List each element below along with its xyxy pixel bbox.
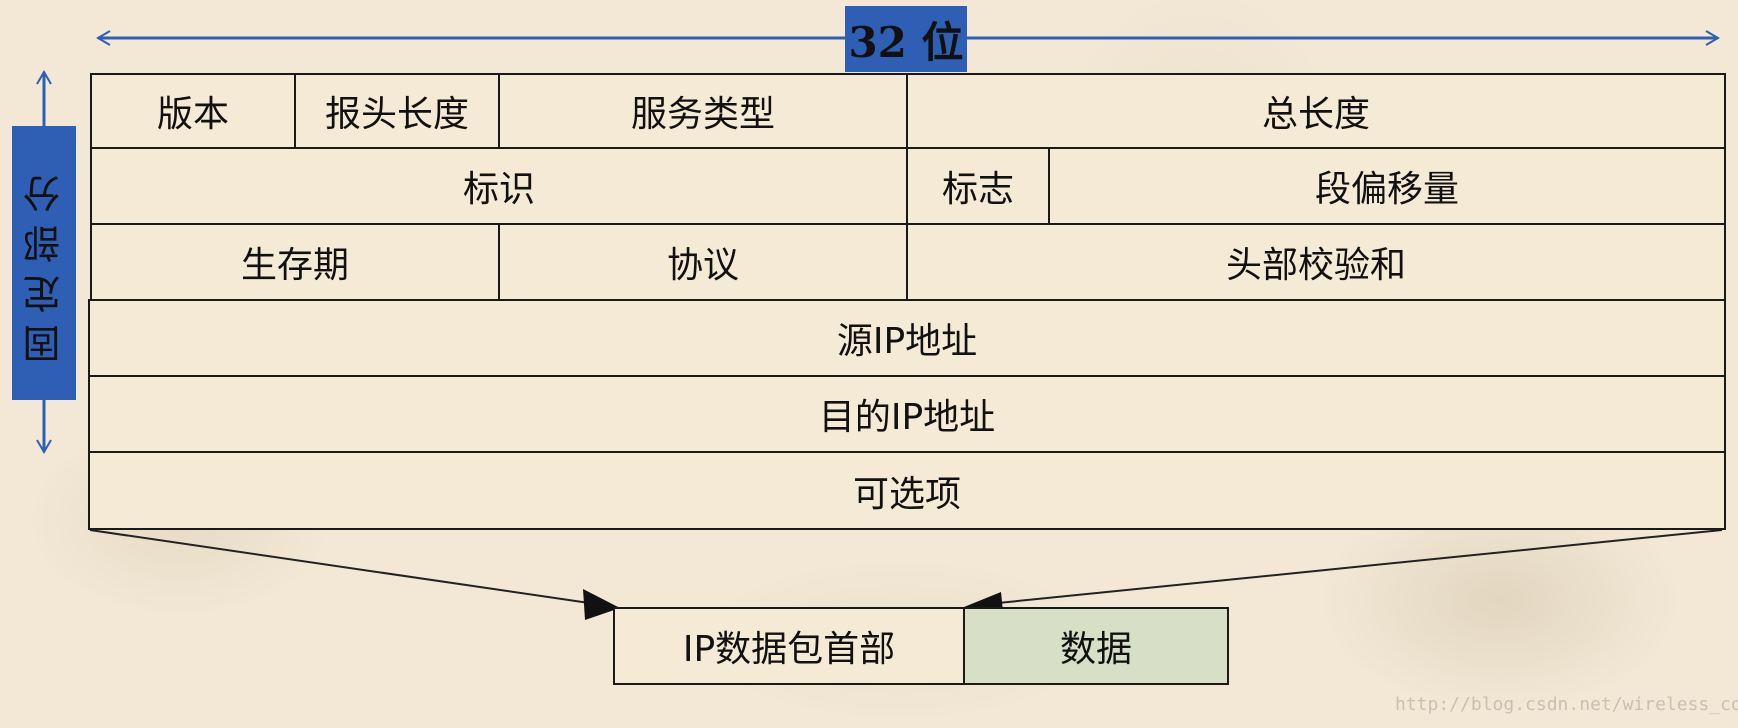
fixed-part-label: 固定部分 [12,126,76,400]
field-ttl: 生存期 [90,223,500,301]
fixed-part-text: 固定部分 [22,163,67,363]
field-header-checksum: 头部校验和 [906,223,1726,301]
packet-data: 数据 [963,607,1229,685]
field-flags: 标志 [906,147,1050,225]
width-label: 32 位 [845,6,967,72]
converge-line-left [89,529,597,605]
field-fragment-offset: 段偏移量 [1048,147,1726,225]
field-service-type: 服务类型 [498,73,908,149]
field-header-length: 报头长度 [294,73,500,149]
field-dest-ip: 目的IP地址 [88,375,1726,453]
field-source-ip: 源IP地址 [88,299,1726,377]
field-protocol: 协议 [498,223,908,301]
field-identification: 标识 [90,147,908,225]
field-options: 可选项 [88,451,1726,530]
packet-header: IP数据包首部 [613,607,965,685]
converge-arrowhead-left [583,589,620,620]
field-version: 版本 [90,73,296,149]
field-total-length: 总长度 [906,73,1726,149]
watermark: http://blog.csdn.net/wireless_com [1395,694,1738,715]
converge-line-right [987,529,1723,605]
